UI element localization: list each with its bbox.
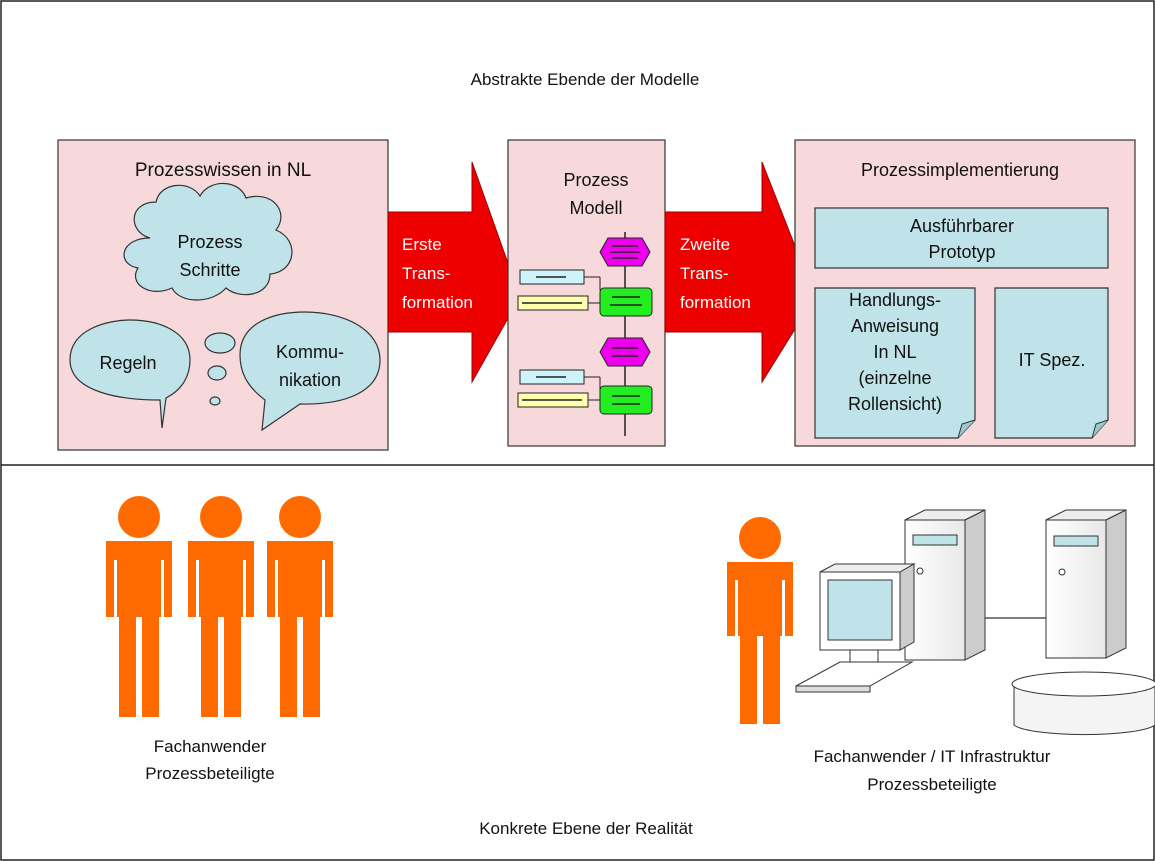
instruction-document: Handlungs- Anweisung In NL (einzelne Rol… [814,287,976,439]
epc-process-flow [517,232,653,436]
thought-dot-small [209,396,221,406]
left-caption-line-1: Fachanwender [154,737,267,756]
communication-line-1: Kommu- [276,342,344,362]
rules-label: Regeln [99,353,156,373]
second-arrow-line-2: Trans- [680,264,729,283]
first-transformation-arrow: Erste Trans- formation [387,161,521,384]
knowledge-box-title: Prozesswissen in NL [135,160,311,181]
first-arrow-line-3: formation [402,293,473,312]
rules-speech-bubble: Regeln [69,319,191,429]
communication-speech-bubble: Kommu- nikation [239,311,381,432]
second-transformation-arrow: Zweite Trans- formation [664,161,816,384]
cloud-line-1: Prozess [177,232,242,252]
implementation-title: Prozessimplementierung [861,160,1059,180]
second-arrow-line-1: Zweite [680,235,730,254]
it-spec-document: IT Spez. [994,287,1109,439]
thought-dot-medium [207,365,227,381]
process-steps-cloud: Prozess Schritte [123,182,293,301]
cloud-line-2: Schritte [179,260,240,280]
database-icon [1011,671,1155,736]
left-caption-line-2: Prozessbeteiligte [145,764,274,783]
process-model-box: Prozess Modell [507,139,666,447]
right-caption-line-1: Fachanwender / IT Infrastruktur [814,747,1051,766]
thought-dot-large [204,332,236,354]
instruction-line-3: In NL [873,342,916,362]
model-title-line-1: Prozess [563,170,628,190]
instruction-line-4: (einzelne [858,368,931,388]
right-caption-line-2: Prozessbeteiligte [867,775,996,794]
prototype-line-1: Ausführbarer [910,216,1014,236]
prototype-line-2: Prototyp [928,242,995,262]
instruction-line-2: Anweisung [851,316,939,336]
executable-prototype-box [814,207,1109,269]
model-title-line-2: Modell [569,198,622,218]
process-implementation-box: Prozessimplementierung Ausführbarer Prot… [794,139,1136,447]
first-arrow-line-2: Trans- [402,264,451,283]
second-arrow-line-3: formation [680,293,751,312]
server-tower-icon [1045,509,1127,659]
instruction-line-1: Handlungs- [849,290,941,310]
event-shape-2 [599,337,651,367]
keyboard-icon [795,661,914,693]
function-shape-2 [599,385,653,415]
abstract-level-title: Abstrakte Ebende der Modelle [471,70,700,89]
monitor-icon [819,563,916,663]
it-infrastructure-group: Fachanwender / IT Infrastruktur Prozessb… [727,509,1155,794]
function-shape-1 [599,287,653,317]
communication-line-2: nikation [279,370,341,390]
concrete-level-title: Konkrete Ebene der Realität [479,819,693,838]
person-icon [727,517,793,724]
server-tower-icon [904,509,986,661]
process-knowledge-box: Prozesswissen in NL Prozess Schritte Reg… [57,139,389,451]
instruction-line-5: Rollensicht) [848,394,942,414]
first-arrow-line-1: Erste [402,235,442,254]
business-users-group: Fachanwender Prozessbeteiligte [106,496,333,783]
it-spec-label: IT Spez. [1019,350,1086,370]
